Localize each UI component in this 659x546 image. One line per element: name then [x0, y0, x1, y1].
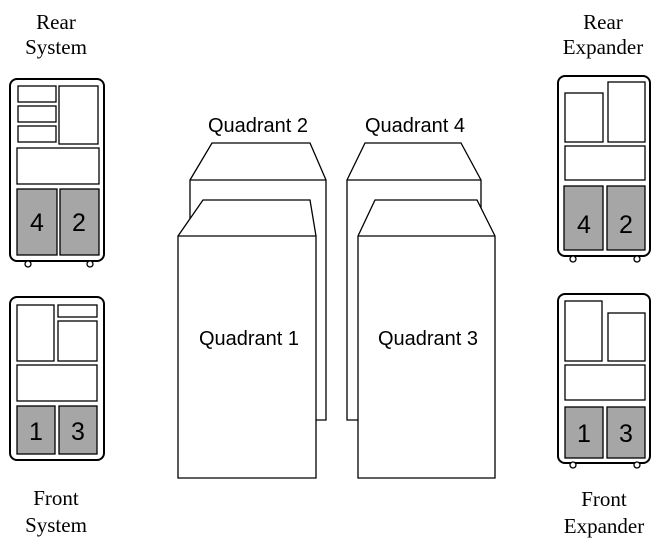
caster-wheel	[569, 255, 577, 263]
front-system-slot-1-number: 1	[29, 418, 43, 446]
rear-system-slot-4	[16, 188, 58, 256]
rear-system-group: Rear System 4 2	[9, 10, 105, 268]
caster-wheel	[86, 260, 94, 268]
rear-system-bay	[58, 85, 99, 145]
front-system-label-line2: System	[25, 513, 87, 537]
quadrant-2-label: Quadrant 2	[208, 115, 308, 137]
front-system-label-line1: Front	[33, 486, 79, 510]
rear-expander-bay	[607, 81, 646, 143]
front-system-slot-3-number: 3	[71, 418, 85, 446]
front-system-bay	[57, 304, 98, 318]
rear-system-slot-4-number: 4	[30, 209, 44, 237]
front-system-slot-3	[58, 405, 98, 455]
quadrant-3-box: Quadrant 3	[357, 199, 496, 479]
rear-system-slot-2	[59, 188, 100, 256]
front-expander-slot-1	[564, 406, 604, 459]
rear-system-label-line1: Rear	[36, 10, 76, 34]
rear-system-bay	[16, 147, 100, 185]
front-expander-label-line1: Front	[581, 487, 627, 511]
rear-expander-bay	[564, 145, 646, 181]
rear-expander-label-line2: Expander	[563, 35, 643, 59]
rear-expander-slot-4-number: 4	[577, 211, 591, 239]
rear-system-bay	[17, 105, 57, 123]
front-system-group: 1 3 Front System	[9, 296, 105, 537]
front-expander-slot-3-number: 3	[619, 420, 633, 448]
caster-wheel	[633, 255, 641, 263]
front-expander-slot-1-number: 1	[577, 420, 591, 448]
caster-wheel	[633, 461, 641, 469]
front-system-bay	[57, 320, 98, 362]
rear-expander-slot-4	[563, 185, 604, 251]
quadrant-1-box: Quadrant 1	[177, 199, 317, 479]
front-expander-bay	[564, 364, 646, 401]
front-expander-bay	[564, 300, 603, 362]
front-system-bay	[16, 304, 55, 362]
rear-system-bay	[17, 125, 57, 143]
rear-system-slot-2-number: 2	[72, 209, 86, 237]
quadrant-4-label: Quadrant 4	[365, 115, 465, 137]
caster-wheel	[24, 260, 32, 268]
front-system-slot-1	[16, 405, 56, 455]
rear-expander-bay	[564, 92, 604, 143]
rear-expander-slot-2	[606, 185, 646, 251]
front-expander-slot-3	[606, 406, 646, 459]
quadrant-1-label: Quadrant 1	[199, 328, 299, 350]
caster-wheel	[569, 461, 577, 469]
rear-system-label-line2: System	[25, 35, 87, 59]
quadrant-3-label: Quadrant 3	[378, 328, 478, 350]
rear-expander-group: Rear Expander 4 2	[557, 10, 651, 263]
rear-system-bay	[17, 85, 57, 103]
front-expander-group: 1 3 Front Expander	[557, 293, 651, 538]
front-expander-label-line2: Expander	[564, 514, 644, 538]
front-expander-bay	[607, 312, 646, 362]
front-system-bay	[16, 364, 98, 402]
rear-expander-slot-2-number: 2	[619, 211, 633, 239]
rear-expander-label-line1: Rear	[583, 10, 623, 34]
